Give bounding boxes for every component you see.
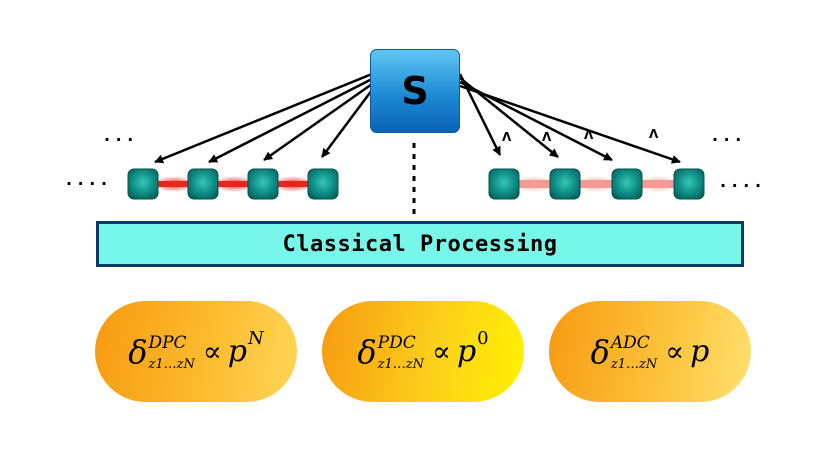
- formula-superscript: DPC: [148, 332, 187, 353]
- arrow-right-4: [459, 84, 681, 164]
- formula-dpc: δ DPC z1…zN ∝ p N: [128, 329, 264, 372]
- arrow-left-2: [208, 77, 373, 164]
- formula-variable: p: [456, 333, 477, 369]
- formula-adc: δ ADC z1…zN ∝ p: [590, 332, 710, 372]
- arrow-left-3: [263, 82, 373, 162]
- link-right-2: [576, 180, 616, 188]
- left-arrows: [154, 72, 374, 164]
- source-box: S: [370, 49, 460, 133]
- ellipsis-mid-left: · · · ·: [66, 174, 107, 193]
- lambda-label-2: Λ: [542, 130, 552, 144]
- lambda-label-3: Λ: [584, 128, 594, 142]
- formula-delta: δ: [128, 332, 148, 371]
- ellipsis-mid-right: · · · ·: [720, 176, 761, 195]
- formula-variable: p: [227, 333, 248, 369]
- formula-delta: δ: [590, 332, 610, 371]
- ellipsis-marks: · · · · · · · · · · · · · ·: [66, 130, 761, 195]
- link-left-1: [154, 181, 194, 187]
- link-right-1: [514, 180, 554, 188]
- right-arrows: [458, 73, 681, 164]
- source-label: S: [401, 69, 429, 113]
- lambda-label-4: Λ: [649, 127, 659, 141]
- formula-pill-adc: δ ADC z1…zN ∝ p: [549, 301, 751, 402]
- formula-delta: δ: [357, 332, 377, 371]
- link-left-3: [273, 181, 313, 187]
- node-right-2: [549, 168, 581, 200]
- link-right-3: [638, 180, 678, 188]
- node-right-1: [488, 168, 520, 200]
- node-left-3: [247, 168, 279, 200]
- arrow-left-1: [154, 72, 373, 164]
- node-right-3: [611, 168, 643, 200]
- formula-pill-pdc: δ PDC z1…zN ∝ p 0: [322, 301, 524, 402]
- node-left-4: [307, 168, 339, 200]
- classical-processing-box: Classical Processing: [96, 221, 744, 267]
- formula-exponent: N: [248, 327, 264, 349]
- node-left-2: [187, 168, 219, 200]
- node-right-4: [673, 168, 705, 200]
- left-node-chain: [127, 168, 339, 200]
- formula-variable: p: [690, 333, 710, 369]
- link-left-2: [214, 181, 254, 187]
- formula-pdc: δ PDC z1…zN ∝ p 0: [357, 329, 488, 372]
- right-node-chain: [488, 168, 705, 200]
- formula-superscript: PDC: [377, 332, 416, 353]
- classical-processing-label: Classical Processing: [282, 231, 558, 257]
- ellipsis-top-left: · · ·: [104, 130, 133, 149]
- formula-subscript: z1…zN: [377, 356, 424, 372]
- lambda-labels: Λ Λ Λ Λ: [502, 127, 659, 144]
- lambda-label-1: Λ: [502, 130, 512, 144]
- formula-superscript: ADC: [610, 332, 650, 353]
- formula-subscript: z1…zN: [148, 356, 195, 372]
- formula-proportional: ∝: [665, 334, 685, 368]
- node-left-1: [127, 168, 159, 200]
- formula-pill-dpc: δ DPC z1…zN ∝ p N: [95, 301, 297, 402]
- formula-proportional: ∝: [202, 334, 222, 368]
- formula-proportional: ∝: [432, 334, 451, 368]
- arrow-left-4: [320, 89, 374, 158]
- ellipsis-top-right: · · ·: [712, 130, 741, 149]
- formula-subscript: z1…zN: [610, 356, 658, 372]
- formula-exponent: 0: [477, 327, 489, 349]
